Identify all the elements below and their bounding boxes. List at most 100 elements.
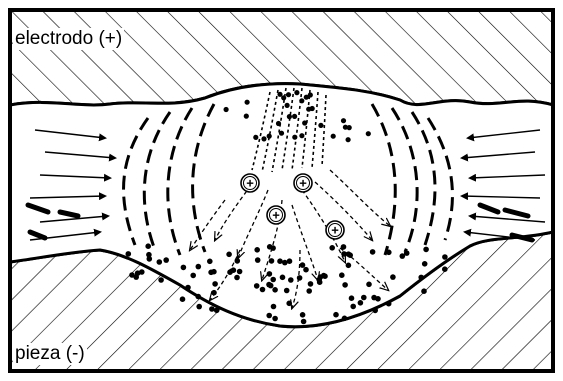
particle-dot-icon <box>272 287 278 293</box>
workpiece-label: pieza (-) <box>13 343 87 365</box>
particle-dot-icon <box>390 274 396 280</box>
particle-dot-icon <box>211 269 217 275</box>
particle-dot-icon <box>157 259 163 265</box>
particle-dot-icon <box>299 133 304 138</box>
svg-text:+: + <box>272 208 280 223</box>
particle-dot-icon <box>386 301 392 307</box>
particle-dot-icon <box>226 252 232 258</box>
particle-dot-icon <box>329 245 335 251</box>
particle-dot-icon <box>306 288 312 294</box>
particle-dot-icon <box>423 247 429 253</box>
particle-dot-icon <box>214 308 220 314</box>
particle-dot-icon <box>260 287 266 293</box>
particle-dot-icon <box>341 118 346 123</box>
particle-dot-icon <box>255 257 261 263</box>
particle-dot-icon <box>277 258 283 264</box>
particle-dot-icon <box>349 295 355 301</box>
particle-dot-icon <box>317 279 323 285</box>
particle-dot-icon <box>284 288 290 294</box>
particle-dot-icon <box>145 243 151 249</box>
svg-text:+: + <box>331 223 339 238</box>
particle-dot-icon <box>358 300 364 306</box>
particle-dot-icon <box>386 250 392 256</box>
particle-dot-icon <box>347 125 352 130</box>
particle-dot-icon <box>271 304 277 310</box>
particle-dot-icon <box>318 123 323 128</box>
particle-dot-icon <box>224 107 229 112</box>
particle-dot-icon <box>421 288 427 294</box>
particle-dot-icon <box>303 267 309 273</box>
particle-dot-icon <box>244 114 249 119</box>
particle-dot-icon <box>342 316 348 322</box>
particle-dot-icon <box>310 106 315 111</box>
particle-dot-icon <box>418 275 424 281</box>
particle-dot-icon <box>294 90 299 95</box>
particle-dot-icon <box>254 247 260 253</box>
particle-dot-icon <box>196 264 202 270</box>
particle-dot-icon <box>279 131 284 136</box>
particle-dot-icon <box>292 135 297 140</box>
particle-dot-icon <box>304 95 309 100</box>
particle-dot-icon <box>285 103 290 108</box>
particle-dot-icon <box>370 249 376 255</box>
particle-dot-icon <box>286 301 292 307</box>
electrode-label: electrodo (+) <box>13 28 124 50</box>
particle-dot-icon <box>158 277 164 283</box>
particle-dot-icon <box>361 295 367 301</box>
particle-dot-icon <box>339 272 345 278</box>
particle-dot-icon <box>321 273 327 279</box>
positive-ion-icon: + <box>267 206 285 224</box>
particle-dot-icon <box>129 272 135 278</box>
particle-dot-icon <box>300 312 306 318</box>
particle-dot-icon <box>366 131 371 136</box>
particle-dot-icon <box>185 285 191 291</box>
particle-dot-icon <box>269 258 275 264</box>
particle-dot-icon <box>442 254 448 260</box>
particle-dot-icon <box>350 304 356 310</box>
particle-dot-icon <box>207 259 213 265</box>
particle-dot-icon <box>422 261 428 267</box>
particle-dot-icon <box>267 134 272 139</box>
particle-dot-icon <box>195 294 201 300</box>
particle-dot-icon <box>272 316 278 322</box>
particle-dot-icon <box>190 273 196 279</box>
particle-dot-icon <box>366 282 372 288</box>
particle-dot-icon <box>270 277 276 283</box>
particle-dot-icon <box>292 114 297 119</box>
particle-dot-icon <box>245 100 250 105</box>
particle-dot-icon <box>163 257 169 263</box>
particle-dot-icon <box>147 256 153 262</box>
particle-dot-icon <box>267 271 273 277</box>
particle-dot-icon <box>342 282 348 288</box>
particle-dot-icon <box>442 266 448 272</box>
particle-dot-icon <box>302 120 307 125</box>
particle-dot-icon <box>346 263 352 269</box>
particle-dot-icon <box>280 275 286 281</box>
particle-dot-icon <box>299 98 304 103</box>
particle-dot-icon <box>372 308 378 314</box>
positive-ion-icon: + <box>294 174 312 192</box>
particle-dot-icon <box>234 275 240 281</box>
particle-dot-icon <box>341 251 347 257</box>
particle-dot-icon <box>333 312 339 318</box>
particle-dot-icon <box>253 135 258 140</box>
particle-dot-icon <box>237 269 243 275</box>
particle-dot-icon <box>301 319 307 325</box>
particle-dot-icon <box>308 281 314 287</box>
particle-dot-icon <box>180 296 186 302</box>
particle-dot-icon <box>276 121 281 126</box>
particle-dot-icon <box>266 313 272 319</box>
particle-dot-icon <box>261 136 266 141</box>
particle-dot-icon <box>331 134 336 139</box>
particle-dot-icon <box>231 267 237 273</box>
particle-dot-icon <box>266 282 272 288</box>
particle-dot-icon <box>287 114 292 119</box>
particle-dot-icon <box>254 283 260 289</box>
particle-dot-icon <box>371 295 377 301</box>
particle-dot-icon <box>346 137 351 142</box>
positive-ion-icon: + <box>326 221 344 239</box>
particle-dot-icon <box>281 95 286 100</box>
particle-dot-icon <box>288 277 294 283</box>
